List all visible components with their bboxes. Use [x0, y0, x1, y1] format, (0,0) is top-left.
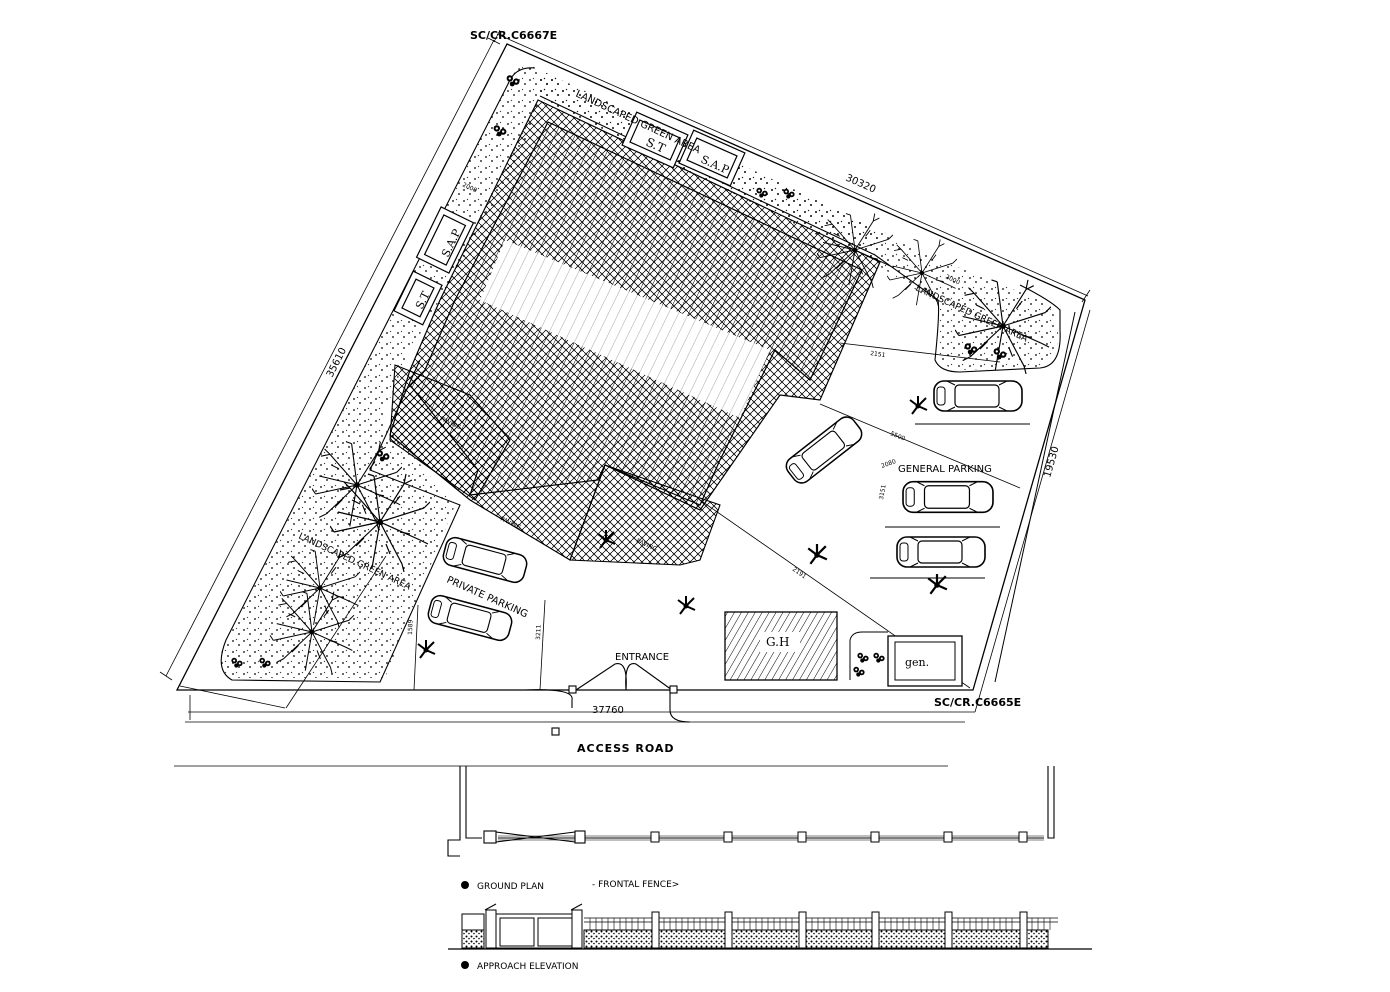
general-parking-label: GENERAL PARKING [898, 464, 992, 475]
legend-bullet-icon [461, 881, 469, 889]
guard-house-label: G.H [766, 635, 789, 649]
generator-house [849, 631, 963, 687]
car-icon [896, 536, 986, 568]
approach-elevation [448, 903, 1092, 950]
dim-small: 2080 [880, 458, 897, 470]
dim-small: 3151 [878, 484, 888, 500]
fence-posts [650, 831, 1028, 843]
legend-frontal-fence: - FRONTAL FENCE> [592, 880, 679, 890]
service-boxes [393, 111, 746, 326]
corner-label-north: SC/CR.C6667E [470, 29, 557, 42]
car-icon [902, 480, 994, 514]
dim-south-side: 37760 [592, 705, 624, 716]
frontal-fence-plan [447, 766, 1055, 857]
generator-label: gen. [905, 656, 929, 669]
entrance-label: ENTRANCE [615, 652, 669, 663]
building-footprint [389, 99, 881, 566]
legend-approach-elevation: APPROACH ELEVATION [477, 962, 579, 972]
entrance-gate [188, 662, 960, 736]
dim-west-side: 35610 [325, 346, 349, 379]
dim-small: 2191 [791, 566, 808, 581]
dim-north-side: 30320 [844, 173, 878, 196]
legend-ground-plan: GROUND PLAN [477, 882, 544, 892]
access-road-label: ACCESS ROAD [577, 742, 675, 755]
parking-lines [870, 423, 1030, 579]
dimension-lines [159, 29, 1091, 767]
car-icon [781, 412, 867, 488]
legend: GROUND PLAN - FRONTAL FENCE> APPROACH EL… [461, 880, 679, 972]
legend-bullet-icon [461, 961, 469, 969]
corner-label-south: SC/CR.C6665E [934, 696, 1021, 709]
dim-small: 3211 [535, 624, 543, 640]
car-icon [933, 380, 1023, 412]
dim-small: 5500 [889, 430, 906, 442]
dim-small: 2151 [870, 350, 886, 359]
dim-small: 1589 [407, 619, 415, 635]
